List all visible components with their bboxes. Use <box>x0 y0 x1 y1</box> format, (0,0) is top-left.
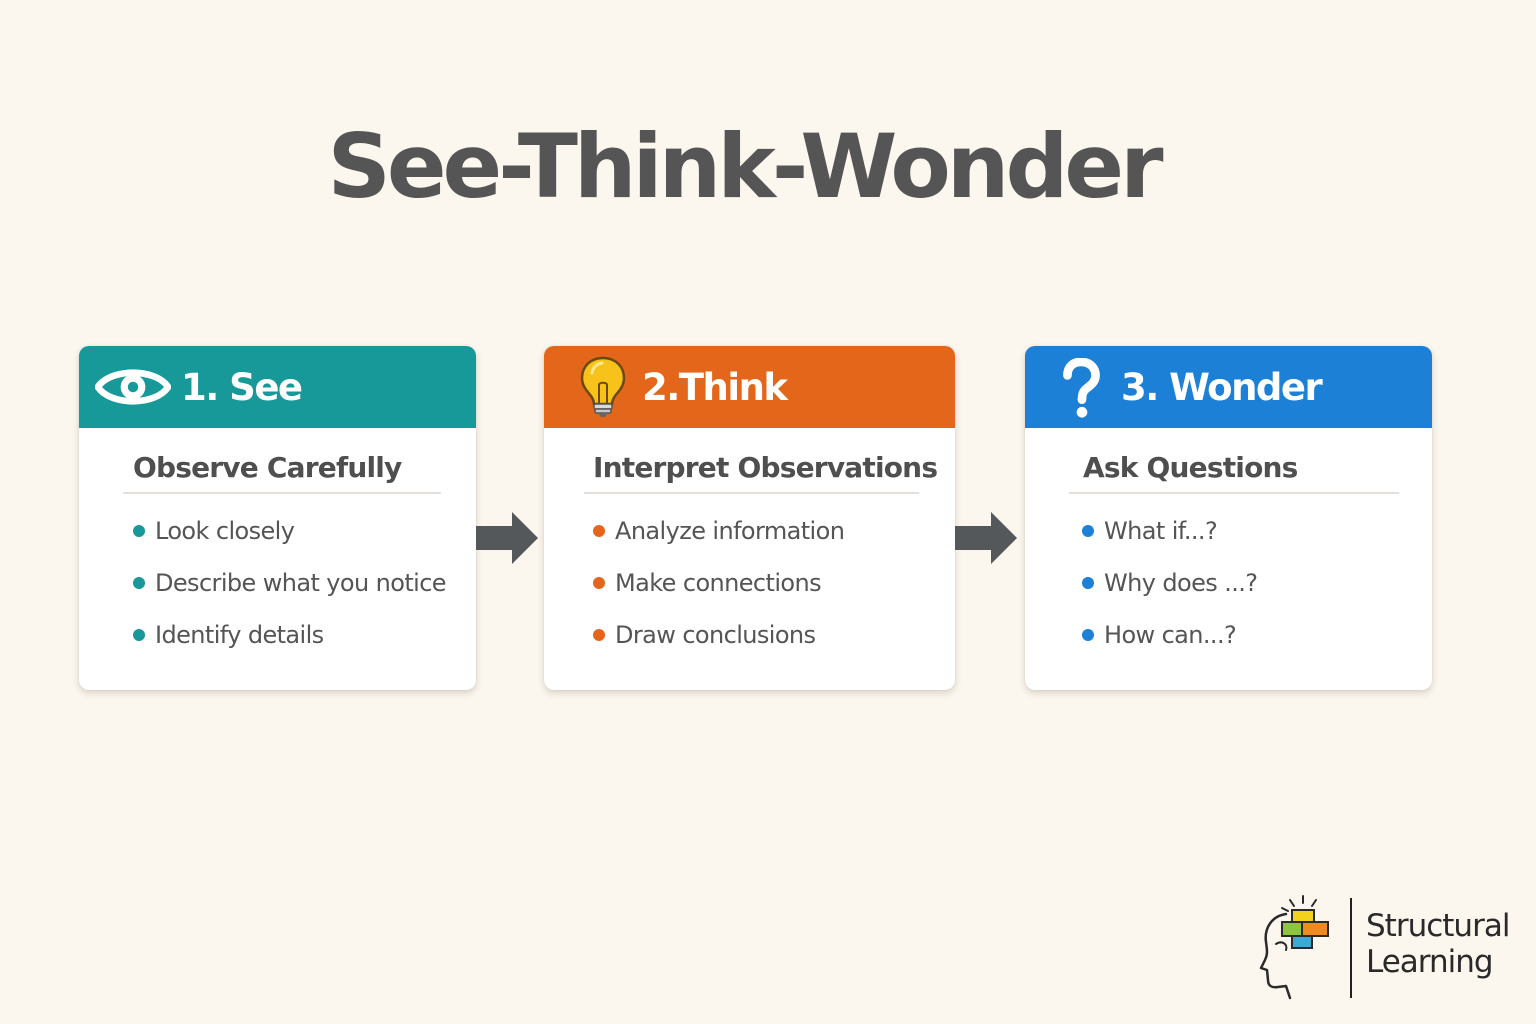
logo-line-1: Structural <box>1366 908 1510 944</box>
bullet-dot <box>133 577 145 589</box>
see-card-divider <box>123 492 441 494</box>
list-item: Analyze information <box>593 509 845 561</box>
bullet-dot <box>133 629 145 641</box>
page-title: See-Think-Wonder <box>327 115 1163 218</box>
logo-wordmark: Structural Learning <box>1366 908 1510 980</box>
list-item: Make connections <box>593 561 844 613</box>
think-card-header: 2.Think <box>544 346 955 428</box>
see-card-header: 1. See <box>79 346 476 428</box>
list-item: Describe what you notice <box>133 561 447 613</box>
see-card-title: 1. See <box>181 366 303 409</box>
see-card-subtitle: Observe Carefully <box>133 451 402 484</box>
eye-icon <box>95 369 171 405</box>
wonder-card-header: 3. Wonder <box>1025 346 1432 428</box>
list-item: What if...? <box>1082 509 1257 561</box>
arrow-right-icon <box>955 512 1017 564</box>
list-item-text: Describe what you notice <box>155 569 447 597</box>
logo-line-2: Learning <box>1366 944 1494 980</box>
list-item: Why does ...? <box>1082 561 1258 613</box>
wonder-card-list: What if...? Why does ...? How can...? <box>1082 509 1258 665</box>
bullet-dot <box>1082 577 1094 589</box>
think-card-divider <box>584 492 919 494</box>
list-item-text: Why does ...? <box>1104 569 1258 597</box>
question-mark-icon <box>1063 358 1100 418</box>
think-card-subtitle: Interpret Observations <box>593 451 938 484</box>
think-card-title: 2.Think <box>642 366 788 409</box>
wonder-card: 3. Wonder Ask Questions What if...? Why … <box>1025 346 1432 690</box>
list-item-text: Identify details <box>155 621 324 649</box>
see-card: 1. See Observe Carefully Look closely De… <box>79 346 476 690</box>
bullet-dot <box>133 525 145 537</box>
list-item-text: Draw conclusions <box>615 621 816 649</box>
list-item: How can...? <box>1082 613 1257 665</box>
list-item: Identify details <box>133 613 446 665</box>
arrow-right-icon <box>476 512 538 564</box>
see-card-list: Look closely Describe what you notice Id… <box>133 509 447 665</box>
bullet-dot <box>593 629 605 641</box>
list-item-text: What if...? <box>1104 517 1218 545</box>
think-card: 2.Think Interpret Observations Analyze i… <box>544 346 955 690</box>
structural-learning-logo: Structural Learning <box>1256 892 1516 1002</box>
list-item: Look closely <box>133 509 446 561</box>
think-card-list: Analyze information Make connections Dra… <box>593 509 845 665</box>
wonder-card-divider <box>1069 492 1399 494</box>
list-item-text: Look closely <box>155 517 295 545</box>
list-item: Draw conclusions <box>593 613 844 665</box>
logo-divider <box>1350 898 1352 998</box>
bullet-dot <box>593 525 605 537</box>
lightbulb-icon <box>580 356 626 417</box>
list-item-text: How can...? <box>1104 621 1237 649</box>
bullet-dot <box>1082 629 1094 641</box>
list-item-text: Make connections <box>615 569 822 597</box>
head-blocks-logo-icon <box>1259 895 1329 1000</box>
wonder-card-subtitle: Ask Questions <box>1083 451 1298 484</box>
bullet-dot <box>1082 525 1094 537</box>
wonder-card-title: 3. Wonder <box>1121 366 1323 409</box>
list-item-text: Analyze information <box>615 517 845 545</box>
bullet-dot <box>593 577 605 589</box>
